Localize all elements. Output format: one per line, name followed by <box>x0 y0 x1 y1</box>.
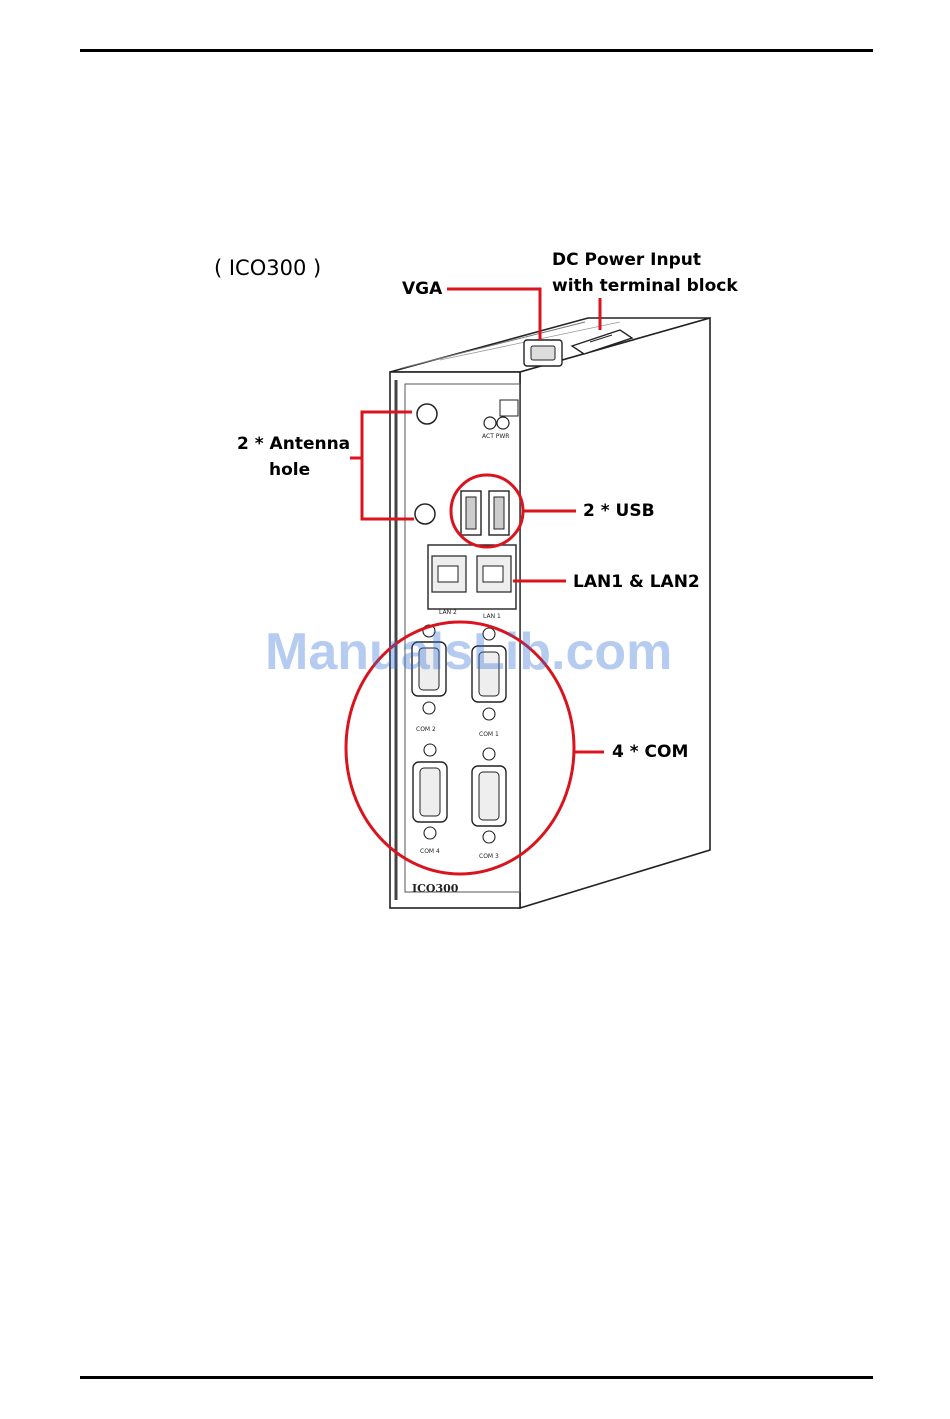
lan1-label: LAN 1 <box>483 613 501 620</box>
vga-label: VGA <box>402 276 442 302</box>
lan2-label: LAN 2 <box>439 609 457 616</box>
com-label: 4 * COM <box>612 739 688 765</box>
com3-label: COM 3 <box>479 853 499 860</box>
antenna-hole-2 <box>415 504 435 524</box>
dc-power-label-line1: DC Power Input <box>552 247 701 273</box>
pwr-led <box>497 417 509 429</box>
device-side-face <box>520 318 710 908</box>
model-caption: ( ICO300 ) <box>214 254 321 282</box>
antenna-label-line1: 2 * Antenna <box>237 431 350 457</box>
antenna-hole-1 <box>417 404 437 424</box>
usb-label: 2 * USB <box>583 498 655 524</box>
logo-mark <box>500 400 518 416</box>
lan-label: LAN1 & LAN2 <box>573 569 700 595</box>
watermark: ManualsLib.com <box>265 622 672 682</box>
brand-label: ICO300 <box>412 882 459 895</box>
vga-callout-line <box>447 289 540 340</box>
com2-label: COM 2 <box>416 726 436 733</box>
led-label: ACT PWR <box>482 433 509 440</box>
dc-power-label-line2: with terminal block <box>552 273 738 299</box>
act-led <box>484 417 496 429</box>
antenna-label-line2: hole <box>269 457 310 483</box>
lan-ports <box>428 545 516 609</box>
vga-connector <box>524 340 562 366</box>
com1-label: COM 1 <box>479 731 499 738</box>
com4-label: COM 4 <box>420 848 440 855</box>
